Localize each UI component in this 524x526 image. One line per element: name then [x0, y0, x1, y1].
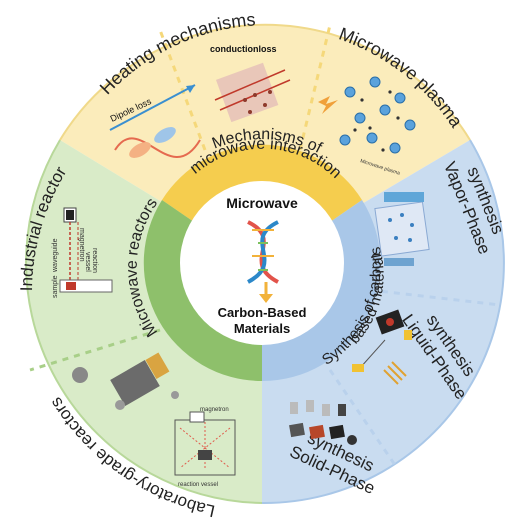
industrial-waveguide-label: waveguide [52, 238, 59, 273]
dna-helix-icon [247, 220, 279, 303]
synthesis-band [262, 200, 381, 382]
lab-reaction-vessel-label: reaction vessel [178, 482, 218, 488]
divider-yellow-2 [298, 24, 332, 151]
industrial-reaction-label: reaction [91, 248, 98, 273]
outer-rim [59, 23, 471, 141]
liquid-phase-illustration [352, 309, 412, 385]
plasma-illustration [318, 76, 416, 154]
outer-rim-blue [261, 139, 505, 505]
industrial-reactor-illustration [59, 207, 113, 293]
divider-yellow-1 [158, 29, 207, 151]
industrial-sample-label: sample [52, 275, 59, 298]
divider-blue-1 [369, 288, 501, 307]
industrial-magnetron-label: magnetron [78, 228, 85, 262]
center-title: Microwave [226, 195, 298, 211]
outer-rim-green [25, 139, 263, 504]
yellow-sector [60, 24, 470, 263]
reactors-band [143, 200, 262, 382]
industrial-vessel-label: vessel [84, 252, 91, 272]
solid-phase-illustration [289, 400, 357, 445]
conduction-loss-illustration [214, 62, 291, 123]
conduction-loss-label: conductionloss [210, 44, 277, 54]
dipole-loss-illustration [109, 84, 201, 158]
divider-green-1 [29, 328, 161, 372]
lab-magnetron-label: magnetron [200, 407, 229, 413]
vapor-phase-illustration [374, 192, 430, 266]
center-subtitle-1: Carbon-Based [218, 305, 307, 320]
center-subtitle-2: Materials [234, 321, 290, 336]
lab-reactor-device-illustration [72, 352, 179, 410]
lab-reactor-schematic [174, 411, 236, 476]
